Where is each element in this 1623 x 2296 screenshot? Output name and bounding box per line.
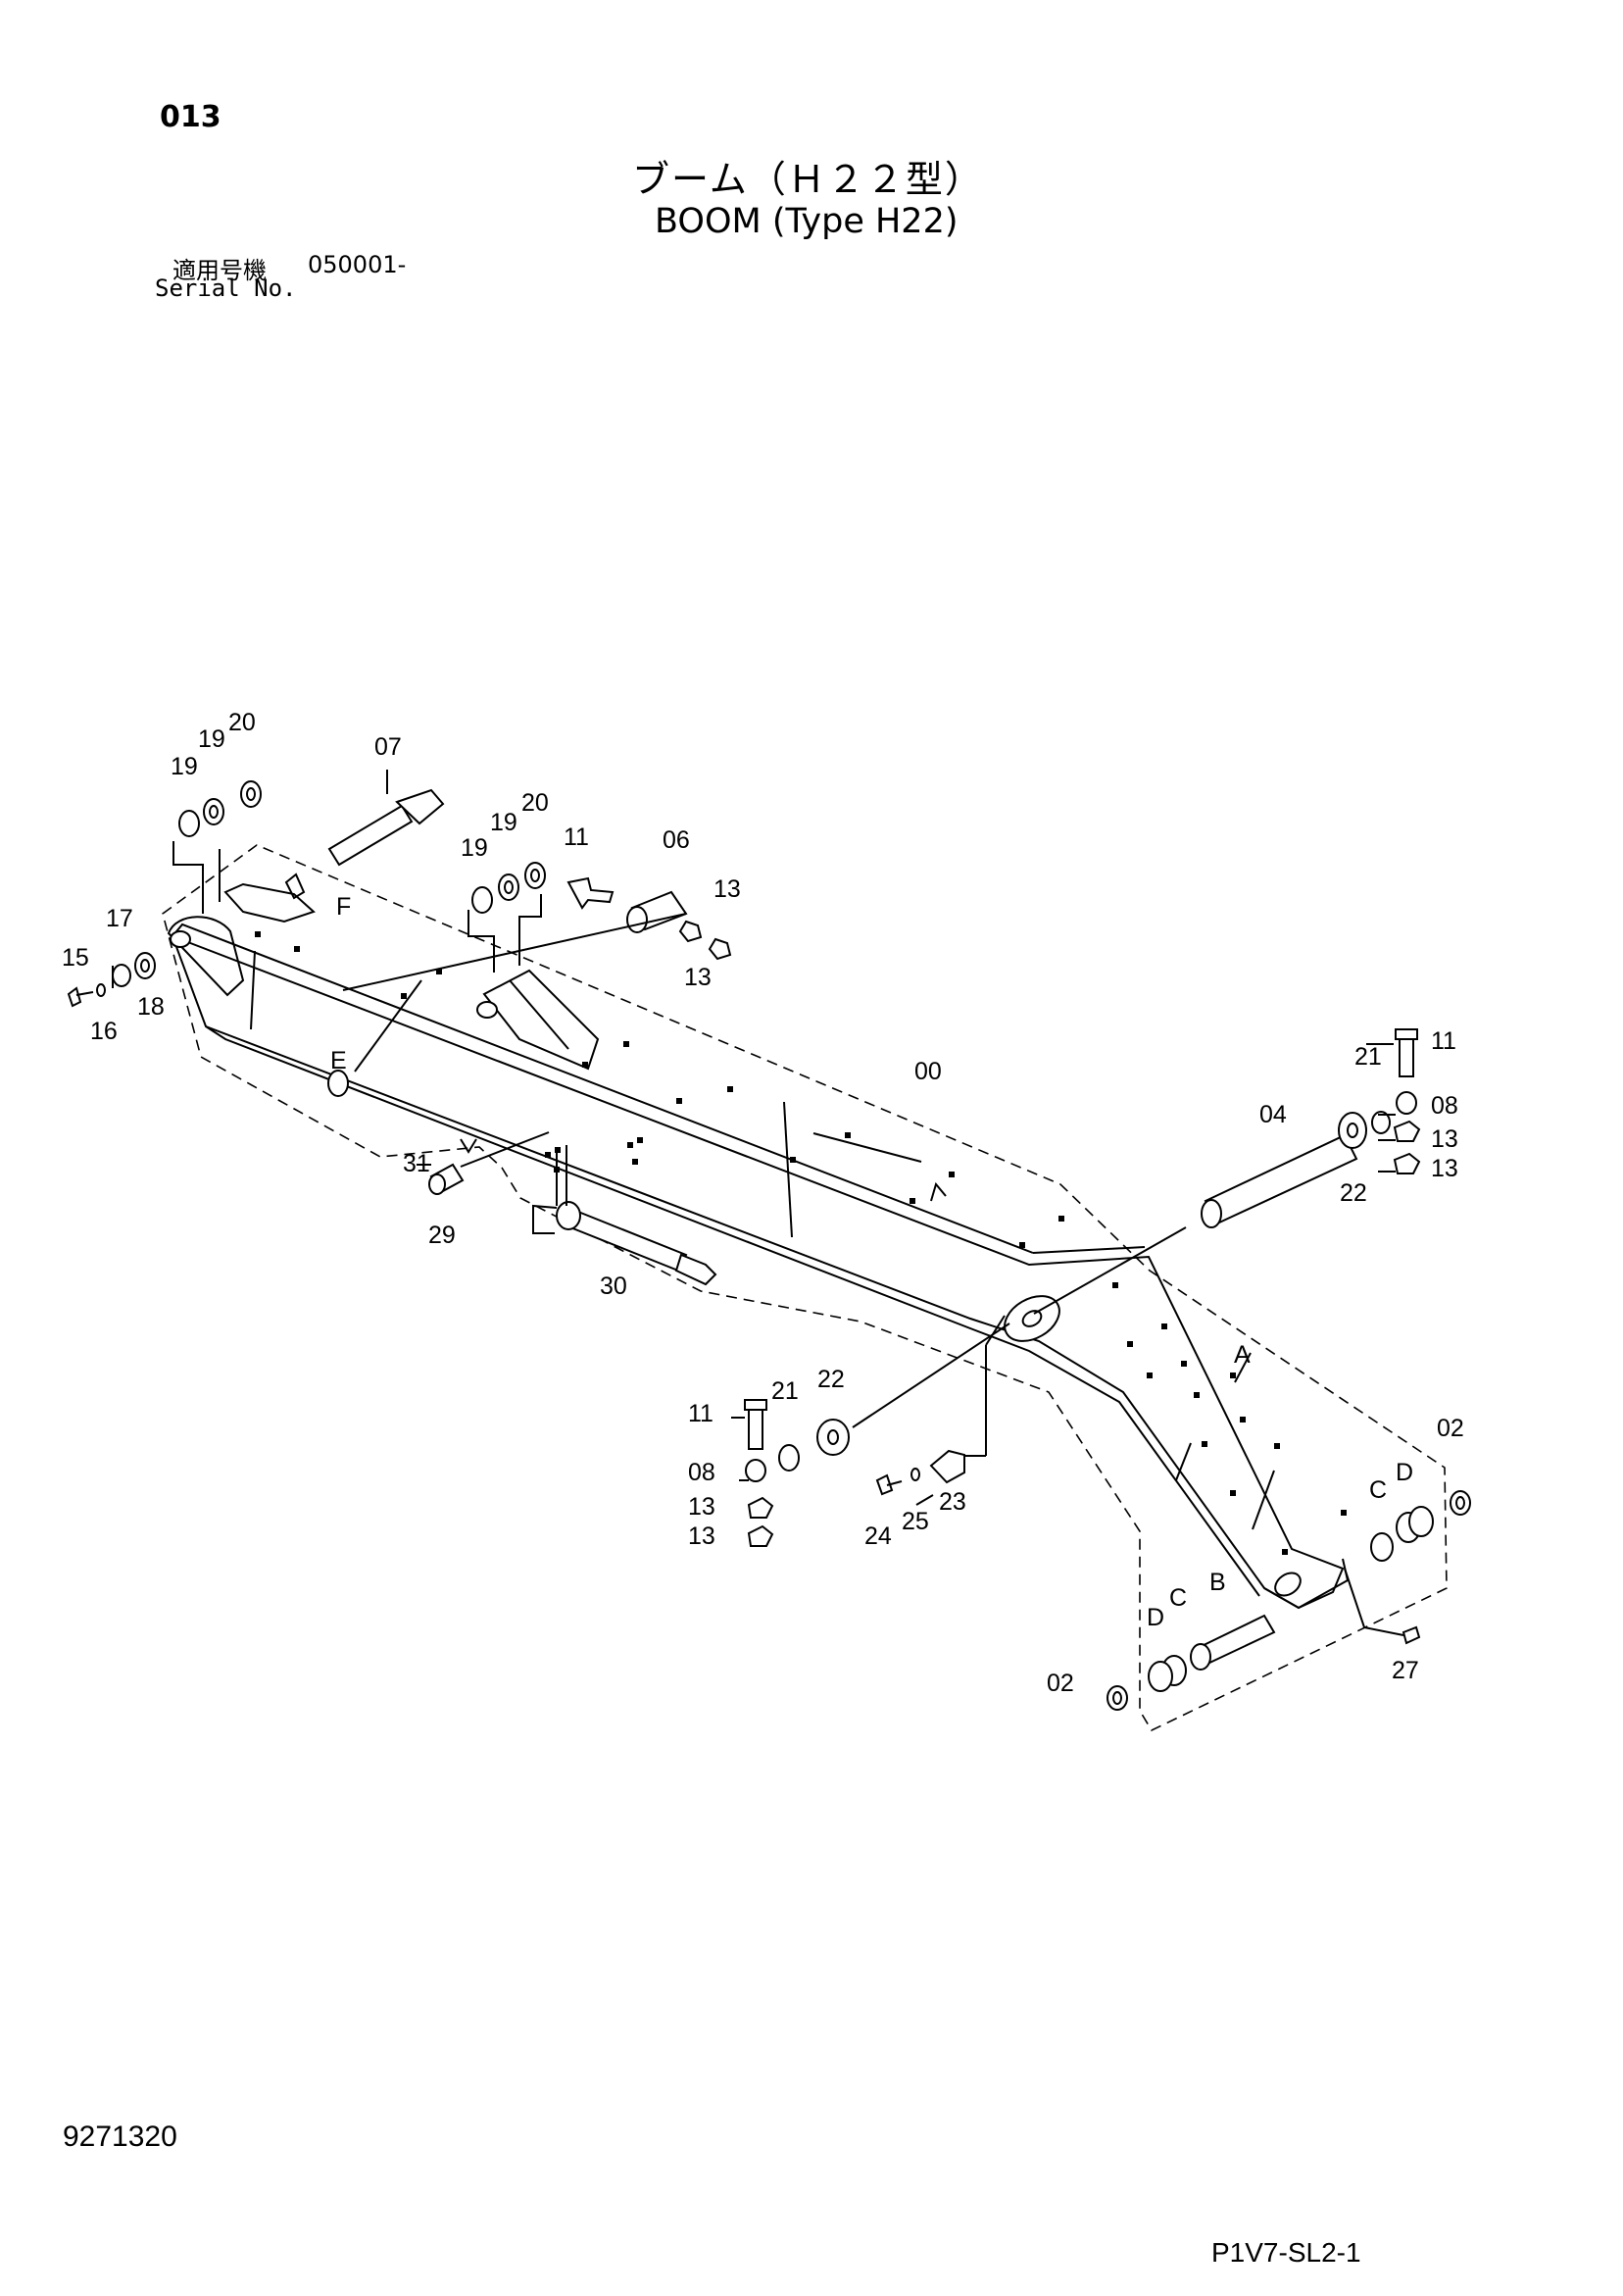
callout-15: 15 xyxy=(62,944,89,972)
fasteners-lower-left xyxy=(744,1323,1010,1547)
callout-13-e: 13 xyxy=(688,1493,715,1521)
callout-20-b: 20 xyxy=(521,789,549,817)
callout-leaders xyxy=(112,966,1396,1506)
callout-13-c: 13 xyxy=(1431,1125,1458,1153)
callout-labels: 00 02 02 04 06 07 08 08 11 11 11 13 13 1… xyxy=(62,709,1464,1697)
callout-04: 04 xyxy=(1259,1101,1287,1128)
callout-24: 24 xyxy=(864,1522,892,1550)
callout-11-top: 11 xyxy=(564,824,589,851)
label-C-right: C xyxy=(1369,1476,1387,1504)
callout-08-right: 08 xyxy=(1431,1092,1458,1120)
callout-13-f: 13 xyxy=(688,1522,715,1550)
stopper-F xyxy=(223,873,316,923)
label-B: B xyxy=(1209,1569,1226,1596)
label-E: E xyxy=(330,1047,347,1074)
callout-19-d: 19 xyxy=(490,809,517,836)
label-D-bottom: D xyxy=(1147,1604,1164,1631)
callout-21-left: 21 xyxy=(771,1377,799,1405)
callout-02-bottom: 02 xyxy=(1047,1670,1074,1697)
label-A: A xyxy=(1234,1341,1251,1369)
callout-29: 29 xyxy=(428,1222,456,1249)
page-title-english: BOOM (Type H22) xyxy=(655,202,959,241)
callout-22-left: 22 xyxy=(817,1366,845,1393)
washers-19-20-middle xyxy=(467,862,546,973)
fasteners-23-25 xyxy=(875,1315,1006,1496)
pin-07 xyxy=(327,770,445,867)
callout-13-d: 13 xyxy=(1431,1155,1458,1182)
serial-number-range: 050001- xyxy=(308,251,407,278)
washers-19-20-left xyxy=(172,780,262,914)
callout-00: 00 xyxy=(914,1058,942,1085)
plug-E xyxy=(327,1070,349,1097)
pin-06 xyxy=(342,876,732,1073)
serial-label-japanese: 適用号機 xyxy=(172,257,267,284)
callout-19-a: 19 xyxy=(171,753,198,780)
fasteners-15-18 xyxy=(67,952,156,1008)
callout-30: 30 xyxy=(600,1273,627,1300)
callout-22-right: 22 xyxy=(1340,1179,1367,1207)
cylinder-30 xyxy=(532,1145,717,1286)
foot-pin-assembly xyxy=(1107,1490,1471,1711)
callout-20-a: 20 xyxy=(228,709,256,736)
callout-21-right: 21 xyxy=(1354,1043,1382,1071)
serial-label-english: Serial No. xyxy=(155,275,297,302)
callout-23: 23 xyxy=(939,1488,966,1516)
assembly-boundary-00 xyxy=(162,844,1448,1732)
callout-07: 07 xyxy=(374,733,402,761)
label-D-right: D xyxy=(1396,1459,1413,1486)
page-reference: P1V7-SL2-1 xyxy=(1211,2237,1361,2268)
callout-11-right: 11 xyxy=(1431,1027,1456,1055)
label-C-bottom: C xyxy=(1169,1584,1187,1612)
document-number: 9271320 xyxy=(63,2121,177,2153)
pin-04 xyxy=(1033,1028,1421,1315)
callout-17: 17 xyxy=(106,905,133,932)
label-F: F xyxy=(336,893,351,921)
callout-19-b: 19 xyxy=(198,725,225,753)
callout-13-a: 13 xyxy=(713,875,741,903)
page-code: 013 xyxy=(160,100,221,134)
boom-body xyxy=(167,916,1350,1610)
callout-27: 27 xyxy=(1392,1657,1419,1684)
callout-06: 06 xyxy=(663,826,690,854)
callout-18: 18 xyxy=(137,993,165,1021)
callout-25: 25 xyxy=(902,1508,929,1535)
callout-16: 16 xyxy=(90,1018,118,1045)
page-title-japanese: ブーム（Ｈ２２型） xyxy=(632,158,984,201)
callout-31: 31 xyxy=(403,1150,430,1177)
link-pin-29 xyxy=(428,1131,550,1195)
callout-08-left: 08 xyxy=(688,1459,715,1486)
callout-13-b: 13 xyxy=(684,964,712,991)
callout-11-left: 11 xyxy=(688,1400,713,1427)
callout-19-c: 19 xyxy=(461,834,488,862)
callout-02-right: 02 xyxy=(1437,1415,1464,1442)
